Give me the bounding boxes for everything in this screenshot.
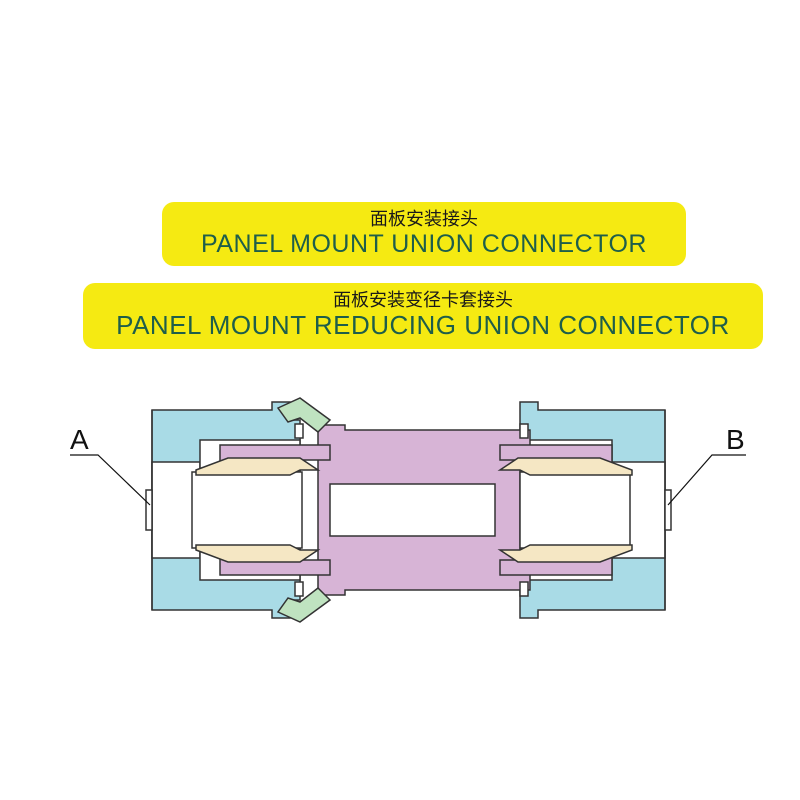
leader-b: [667, 454, 746, 506]
left-ferrule-bottom: [195, 544, 321, 563]
panel-nut-top: [276, 397, 332, 433]
title-en-union: PANEL MOUNT UNION CONNECTOR: [201, 230, 647, 258]
title-zh-reducing: 面板安装变径卡套接头: [333, 290, 513, 311]
left-ferrule-top: [195, 457, 321, 476]
right-ferrule-top: [497, 457, 633, 476]
callout-a: A: [70, 424, 89, 455]
callout-b: B: [726, 424, 745, 455]
title-zh-union: 面板安装接头: [370, 209, 478, 230]
right-ferrule-bottom: [497, 544, 633, 563]
title-en-reducing: PANEL MOUNT REDUCING UNION CONNECTOR: [116, 310, 730, 340]
title-label-union: 面板安装接头 PANEL MOUNT UNION CONNECTOR: [162, 202, 686, 266]
leader-a: [70, 454, 151, 506]
panel-nut-bottom: [276, 587, 332, 623]
title-label-reducing-union: 面板安装变径卡套接头 PANEL MOUNT REDUCING UNION CO…: [83, 283, 763, 349]
